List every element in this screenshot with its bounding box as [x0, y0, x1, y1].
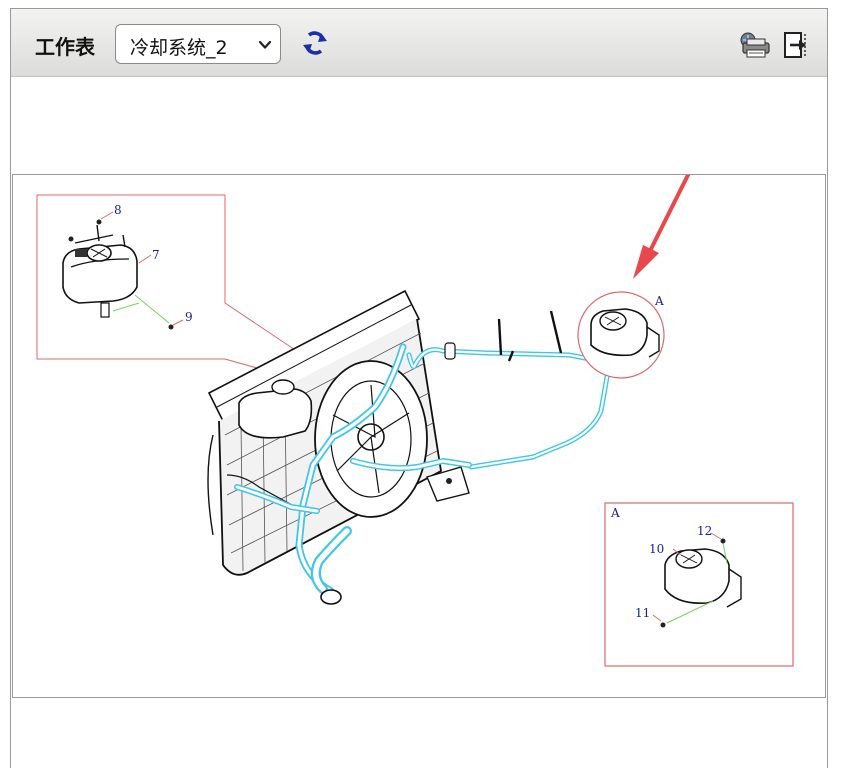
callout-11: 11	[635, 606, 650, 620]
print-icon[interactable]	[737, 31, 773, 59]
detail-a-label: A	[654, 294, 664, 308]
inset-detail-top-left: 8 7 9	[36, 194, 326, 378]
callout-12: 12	[697, 524, 712, 538]
callout-7: 7	[152, 248, 160, 262]
chevron-down-icon	[258, 40, 272, 49]
sheet-select[interactable]: 冷却系统_2	[115, 24, 281, 64]
exit-icon[interactable]	[783, 31, 811, 59]
callout-9: 9	[185, 310, 193, 324]
hose-end-fitting	[320, 589, 342, 605]
parts-diagram: 8 7 9	[12, 174, 826, 698]
sheet-label: 工作表	[35, 35, 95, 59]
toolbar: 工作表 冷却系统_2	[11, 9, 827, 77]
pointer-arrow	[633, 175, 691, 279]
inset-a-label: A	[610, 506, 620, 520]
inset-detail-a: A 10 12 11	[604, 502, 794, 667]
diagram-canvas: 8 7 9	[36, 175, 794, 667]
callout-8: 8	[114, 203, 122, 217]
refresh-icon[interactable]	[301, 29, 329, 57]
sheet-select-value: 冷却系统_2	[130, 37, 228, 59]
detail-a-circle: A	[577, 291, 665, 379]
hose-clips	[497, 310, 563, 362]
coolant-hoses	[234, 343, 612, 595]
callout-10: 10	[649, 542, 664, 556]
